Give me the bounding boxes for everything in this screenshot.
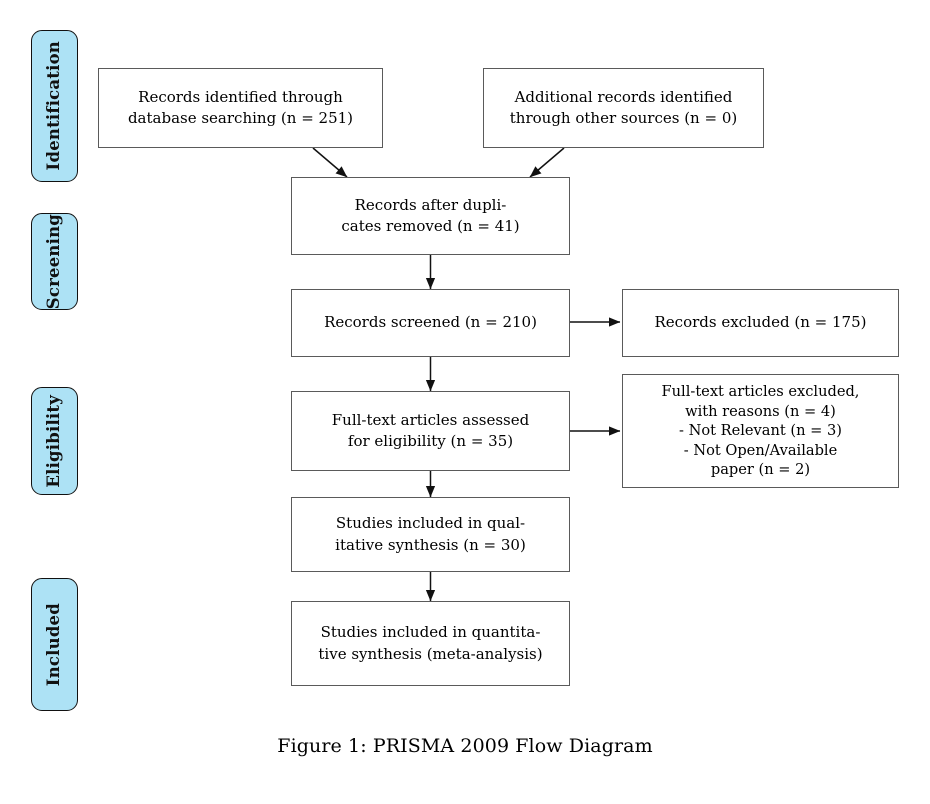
box-records-screened-text: Records screened (n = 210) xyxy=(324,313,537,332)
phase-label-eligibility: Eligibility xyxy=(44,394,64,488)
box-records-screened: Records screened (n = 210) xyxy=(291,289,570,357)
phase-tab-screening: Screening xyxy=(31,213,78,310)
arrow-identified-to-duplicates xyxy=(312,147,348,178)
phase-label-included: Included xyxy=(44,602,64,687)
box-fulltext-excluded: Full-text articles excluded, with reason… xyxy=(622,374,899,488)
box-duplicates-removed-text: Records after dupli- cates removed (n = … xyxy=(341,195,520,235)
box-qualitative-synthesis: Studies included in qual- itative synthe… xyxy=(291,497,570,572)
box-additional-records-text: Additional records identified through ot… xyxy=(509,87,738,127)
box-records-identified: Records identified through database sear… xyxy=(98,68,383,148)
phase-tab-identification: Identification xyxy=(31,30,78,182)
phase-tab-included: Included xyxy=(31,578,78,711)
phase-tab-eligibility: Eligibility xyxy=(31,387,78,495)
arrow-additional-to-duplicates xyxy=(529,147,565,178)
box-qualitative-synthesis-text: Studies included in qual- itative synthe… xyxy=(335,514,526,554)
box-records-identified-text: Records identified through database sear… xyxy=(127,87,354,127)
box-fulltext-assessed: Full-text articles assessed for eligibil… xyxy=(291,391,570,471)
box-duplicates-removed: Records after dupli- cates removed (n = … xyxy=(291,177,570,255)
phase-label-screening: Screening xyxy=(44,213,64,310)
box-additional-records: Additional records identified through ot… xyxy=(483,68,764,148)
phase-label-identification: Identification xyxy=(44,41,64,171)
box-records-excluded: Records excluded (n = 175) xyxy=(622,289,899,357)
box-quantitative-synthesis: Studies included in quantita- tive synth… xyxy=(291,601,570,686)
box-records-excluded-text: Records excluded (n = 175) xyxy=(654,313,867,332)
box-fulltext-assessed-text: Full-text articles assessed for eligibil… xyxy=(331,410,530,450)
box-fulltext-excluded-text: Full-text articles excluded, with reason… xyxy=(661,383,860,479)
figure-caption: Figure 1: PRISMA 2009 Flow Diagram xyxy=(277,735,653,757)
box-quantitative-synthesis-text: Studies included in quantita- tive synth… xyxy=(318,623,543,663)
